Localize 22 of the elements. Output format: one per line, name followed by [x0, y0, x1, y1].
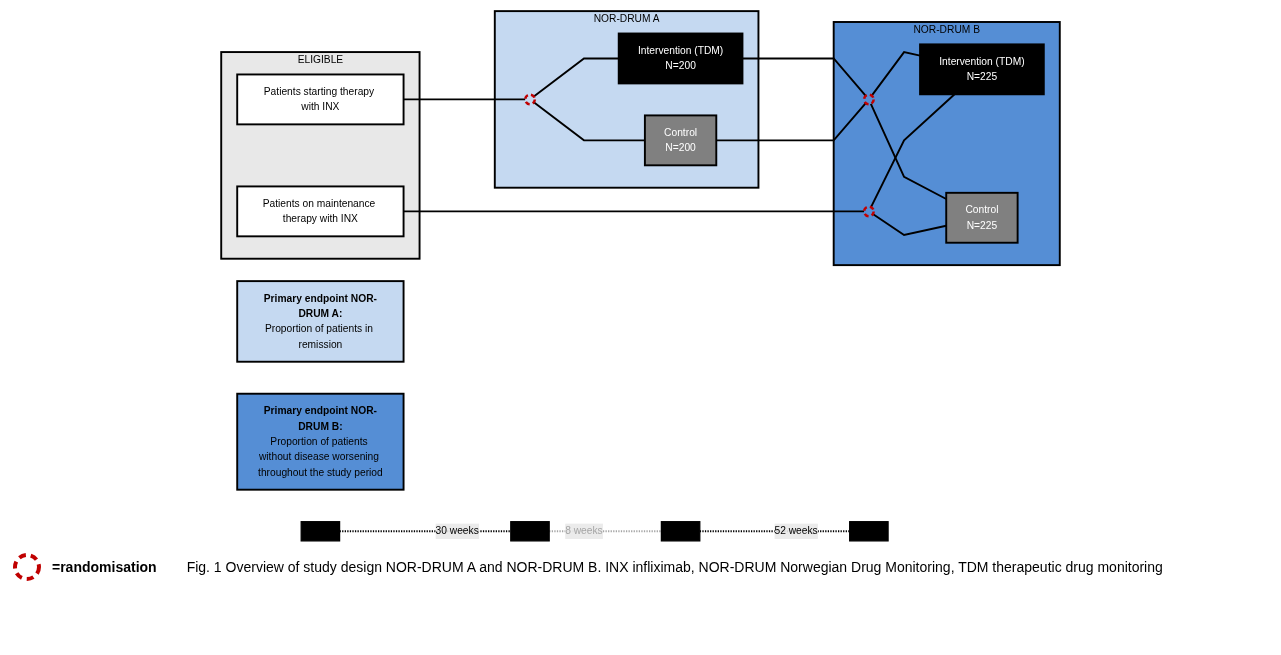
node-box: Control N=225	[945, 191, 1019, 244]
connector	[870, 93, 956, 209]
node-box: Primary endpoint NOR-DRUM A: Proportion of patients in remission	[236, 280, 405, 363]
legend-text: =randomisation	[52, 559, 157, 575]
edge-label: 30 weeks	[435, 525, 479, 537]
node-box: Intervention (TDM) N=225	[919, 43, 1045, 96]
node-box: Patients starting therapy with INX	[236, 73, 405, 126]
node-circle	[862, 205, 875, 218]
node-box: Control N=200	[643, 114, 718, 167]
node-box	[660, 521, 701, 542]
figure-caption: Fig. 1 Overview of study design NOR-DRUM A and NOR-DRUM B. INX infliximab, NOR-DRUM Norwegian Drug Monitoring, TDM therapeutic drug monitoring	[186, 559, 1163, 575]
node-box: Patients on maintenance therapy with INX	[236, 185, 405, 238]
connector	[870, 51, 921, 97]
node-box	[849, 521, 889, 542]
edge-label: 8 weeks	[565, 525, 603, 537]
node-box	[300, 521, 341, 542]
edge-label: 52 weeks	[774, 525, 818, 537]
node-circle	[523, 93, 537, 106]
node-box	[510, 521, 550, 542]
node-circle	[862, 93, 875, 106]
node-box: Primary endpoint NOR-DRUM B: Proportion of patients without disease worsening throughout the study period	[236, 392, 405, 491]
node-box: Intervention (TDM) N=200	[617, 32, 744, 85]
